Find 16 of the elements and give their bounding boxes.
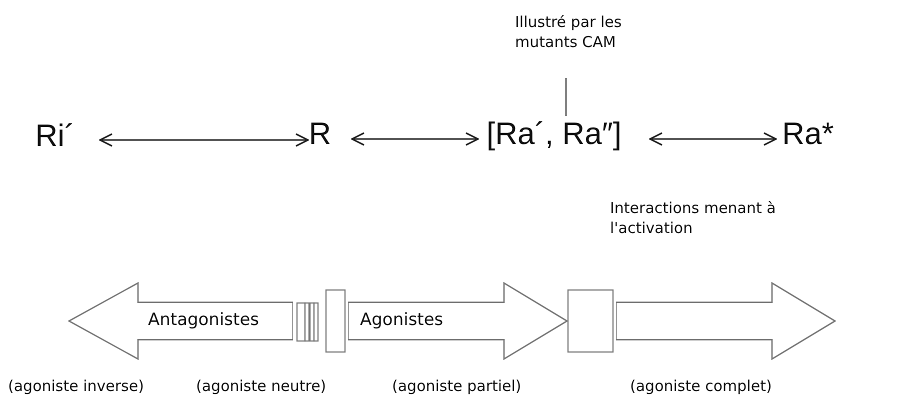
leader-line [565,78,567,116]
category-label: (agoniste partiel) [392,376,522,396]
annotation-text: Interactions menant à l'activation [610,198,776,238]
arrow-label: Agonistes [360,310,444,330]
state-label: Ri´ [22,118,88,158]
arrow-label: Antagonistes [148,310,260,330]
double-arrow [351,132,479,146]
state-label: Ra* [768,116,848,156]
state-label: R [300,116,340,156]
double-arrow [99,133,309,147]
annotation-text: Illustré par les mutants CAM [515,12,650,60]
category-label: (agoniste neutre) [196,376,326,396]
state-label: [Ra´, Ra″] [470,116,638,156]
category-label: (agoniste inverse) [8,376,144,396]
double-arrow [649,132,777,146]
category-label: (agoniste complet) [630,376,772,396]
